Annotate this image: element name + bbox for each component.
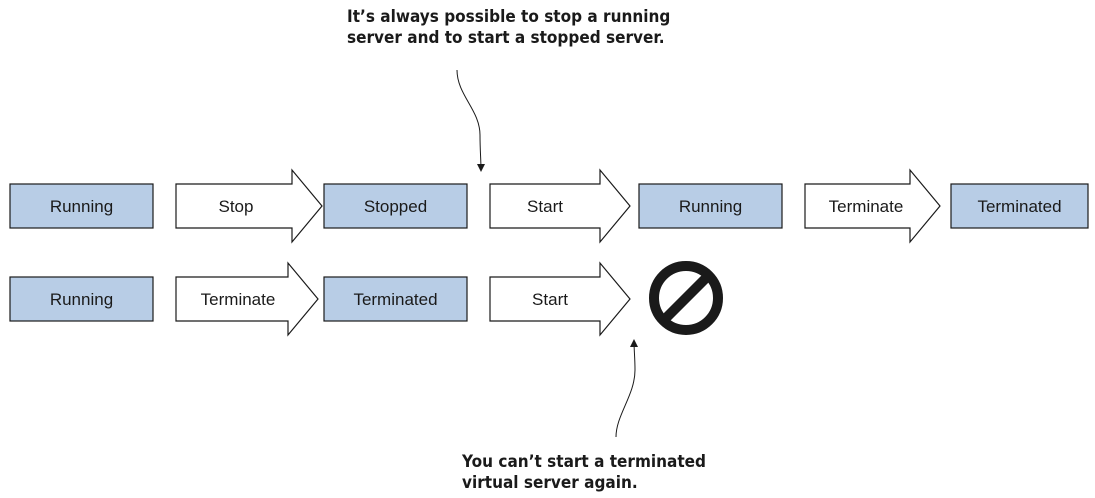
state-box-running — [9, 276, 154, 322]
state-box-terminated — [323, 276, 468, 322]
action-label: Start — [532, 290, 568, 309]
state-label: Terminated — [353, 290, 437, 309]
state-label: Running — [50, 290, 113, 309]
prohibited-icon — [649, 261, 723, 335]
action-label: Terminate — [201, 290, 276, 309]
action-label: Start — [527, 197, 563, 216]
row-1: Running Stop Stopped Start Running Termi… — [9, 168, 1089, 244]
annotation-top-line-2: server and to start a stopped server. — [347, 28, 665, 48]
state-label: Running — [50, 197, 113, 216]
annotation-top: It’s always possible to stop a running s… — [347, 7, 670, 49]
annotation-bottom-line-2: virtual server again. — [462, 473, 638, 493]
action-arrow-terminate — [175, 261, 319, 337]
action-arrow-start — [489, 261, 631, 337]
row-2: Running Terminate Terminated Start — [9, 261, 723, 337]
state-label: Running — [679, 197, 742, 216]
state-box-running — [638, 183, 783, 229]
annotation-top-line-1: It’s always possible to stop a running — [347, 7, 671, 27]
state-box-terminated — [950, 183, 1089, 229]
state-box-stopped — [323, 183, 468, 229]
action-label: Terminate — [829, 197, 904, 216]
state-box-running — [9, 183, 154, 229]
annotation-bottom-line-1: You can’t start a terminated — [462, 452, 707, 472]
action-arrow-start — [489, 168, 631, 244]
action-label: Stop — [219, 197, 254, 216]
callout-line-top — [456, 69, 485, 172]
state-label: Terminated — [977, 197, 1061, 216]
action-arrow-terminate — [804, 168, 941, 244]
state-label: Stopped — [364, 197, 427, 216]
callout-line-bottom — [615, 339, 639, 438]
action-arrow-stop — [175, 168, 323, 244]
annotation-bottom: You can’t start a terminated virtual ser… — [462, 452, 706, 494]
